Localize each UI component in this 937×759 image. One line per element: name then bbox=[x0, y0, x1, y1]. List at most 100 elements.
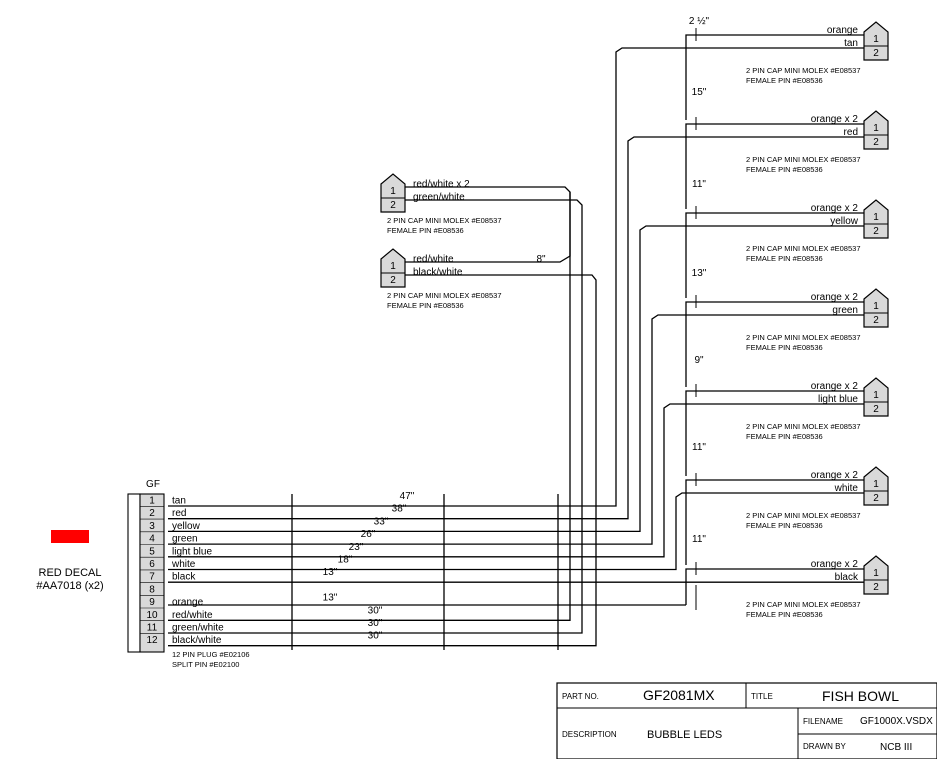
pin-number: 1 bbox=[873, 212, 879, 223]
connector-left-1-wire2: green/white bbox=[413, 192, 465, 203]
spacing-label-2: 15" bbox=[692, 87, 707, 98]
wire-label-9: orange bbox=[172, 597, 204, 608]
wire-green bbox=[168, 314, 864, 545]
description-value: BUBBLE LEDS bbox=[647, 729, 722, 741]
wire-label-3: yellow bbox=[172, 521, 201, 532]
pin-number: 1 bbox=[390, 186, 396, 197]
pin-number: 1 bbox=[873, 568, 879, 579]
pin-number: 2 bbox=[873, 226, 879, 237]
wire-length-9: 13" bbox=[323, 593, 338, 604]
title-value: FISH BOWL bbox=[822, 688, 899, 704]
pin-number: 1 bbox=[873, 34, 879, 45]
plug-note: SPLIT PIN #E02100 bbox=[172, 660, 239, 669]
wire-length-left: 8" bbox=[536, 254, 546, 265]
connector-right-2-wire1: orange x 2 bbox=[811, 114, 859, 125]
orange-wire-5 bbox=[685, 390, 864, 395]
connector-left-1: 12 bbox=[380, 173, 406, 213]
connector-right-1-wire1: orange bbox=[827, 25, 859, 36]
drawn-by-value: NCB III bbox=[880, 742, 912, 753]
connector-note: FEMALE PIN #E08536 bbox=[387, 226, 464, 235]
connector-right-3-wire1: orange x 2 bbox=[811, 203, 859, 214]
connector-right-1-wire2: tan bbox=[844, 38, 858, 49]
pin-10-number: 10 bbox=[146, 610, 158, 621]
pin-8-number: 8 bbox=[149, 584, 155, 595]
wire-label-6: white bbox=[171, 559, 196, 570]
pin-number: 2 bbox=[390, 200, 396, 211]
connector-note: FEMALE PIN #E08536 bbox=[746, 254, 823, 263]
wire-red bbox=[168, 136, 864, 520]
spacing-label-4: 13" bbox=[692, 268, 707, 279]
pin-6-number: 6 bbox=[149, 559, 155, 570]
connector-left-1-wire1: red/white x 2 bbox=[413, 179, 470, 190]
connector-right-6-wire2: white bbox=[834, 483, 859, 494]
connector-right-7-wire1: orange x 2 bbox=[811, 559, 859, 570]
pin-5-number: 5 bbox=[149, 546, 155, 557]
connector-right-7-wire2: black bbox=[835, 572, 859, 583]
connector-right-4: 12 bbox=[863, 288, 889, 328]
pin-number: 1 bbox=[873, 301, 879, 312]
decal-part: #AA7018 (x2) bbox=[36, 580, 103, 592]
wire-length-7: 13" bbox=[323, 567, 338, 578]
connector-note: FEMALE PIN #E08536 bbox=[746, 432, 823, 441]
wire-label-10: red/white bbox=[172, 610, 213, 621]
connector-right-3: 12 bbox=[863, 199, 889, 239]
orange-wire-2 bbox=[685, 123, 864, 128]
wire-green-white bbox=[168, 199, 583, 634]
description-label: DESCRIPTION bbox=[562, 730, 617, 739]
wire-tan bbox=[168, 47, 864, 507]
pin-11-number: 11 bbox=[147, 623, 158, 634]
orange-wire-4 bbox=[685, 301, 864, 306]
spacing-label-1: 2 ½" bbox=[689, 16, 710, 27]
connector-note: 2 PIN CAP MINI MOLEX #E08537 bbox=[746, 511, 861, 520]
title-block: PART NO. GF2081MX TITLE FISH BOWL DESCRI… bbox=[556, 682, 937, 759]
connector-right-6: 12 bbox=[863, 466, 889, 506]
pin-4-number: 4 bbox=[149, 534, 155, 545]
orange-wire-7 bbox=[685, 568, 864, 573]
pin-number: 2 bbox=[873, 582, 879, 593]
pin-number: 2 bbox=[873, 315, 879, 326]
title-label: TITLE bbox=[751, 692, 773, 701]
pin-9-number: 9 bbox=[149, 597, 155, 608]
pin-number: 2 bbox=[390, 275, 396, 286]
connector-note: 2 PIN CAP MINI MOLEX #E08537 bbox=[746, 333, 861, 342]
connector-right-5: 12 bbox=[863, 377, 889, 417]
wire-label-1: tan bbox=[172, 496, 186, 507]
orange-wire-6 bbox=[685, 479, 864, 484]
connector-note: FEMALE PIN #E08536 bbox=[746, 76, 823, 85]
part-no-value: GF2081MX bbox=[643, 687, 715, 703]
spacing-label-3: 11" bbox=[692, 179, 706, 190]
wire-label-4: green bbox=[172, 534, 198, 545]
connector-note: 2 PIN CAP MINI MOLEX #E08537 bbox=[746, 422, 861, 431]
wire-length-6: 18" bbox=[338, 555, 353, 566]
pin-number: 2 bbox=[873, 48, 879, 59]
connector-left-2: 12 bbox=[380, 248, 406, 288]
plug-label: GF bbox=[146, 479, 160, 490]
pin-number: 1 bbox=[873, 123, 879, 134]
wire-black-white bbox=[168, 274, 597, 647]
orange-wire-3 bbox=[685, 212, 864, 217]
connector-right-2: 12 bbox=[863, 110, 889, 150]
spacing-label-7: 11" bbox=[692, 534, 706, 545]
pin-3-number: 3 bbox=[149, 521, 155, 532]
wire-label-12: black/white bbox=[172, 635, 222, 646]
drawn-by-label: DRAWN BY bbox=[803, 742, 846, 751]
connector-right-6-wire1: orange x 2 bbox=[811, 470, 859, 481]
connector-note: FEMALE PIN #E08536 bbox=[746, 521, 823, 530]
connector-note: 2 PIN CAP MINI MOLEX #E08537 bbox=[746, 155, 861, 164]
wire-label-7: black bbox=[172, 572, 196, 583]
wire-white bbox=[168, 492, 864, 571]
connector-note: 2 PIN CAP MINI MOLEX #E08537 bbox=[387, 216, 502, 225]
wire-red-white-2 bbox=[405, 192, 571, 263]
connector-left-2-wire2: black/white bbox=[413, 267, 463, 278]
wires bbox=[168, 28, 864, 650]
connector-right-3-wire2: yellow bbox=[830, 216, 859, 227]
pin-number: 1 bbox=[873, 479, 879, 490]
wire-length-1: 47" bbox=[400, 491, 415, 502]
plug-note: 12 PIN PLUG #E02106 bbox=[172, 650, 250, 659]
wire-length-4: 26" bbox=[361, 529, 376, 540]
wire-label-2: red bbox=[172, 508, 186, 519]
orange-wire-1 bbox=[685, 34, 864, 39]
connector-right-4-wire2: green bbox=[832, 305, 858, 316]
